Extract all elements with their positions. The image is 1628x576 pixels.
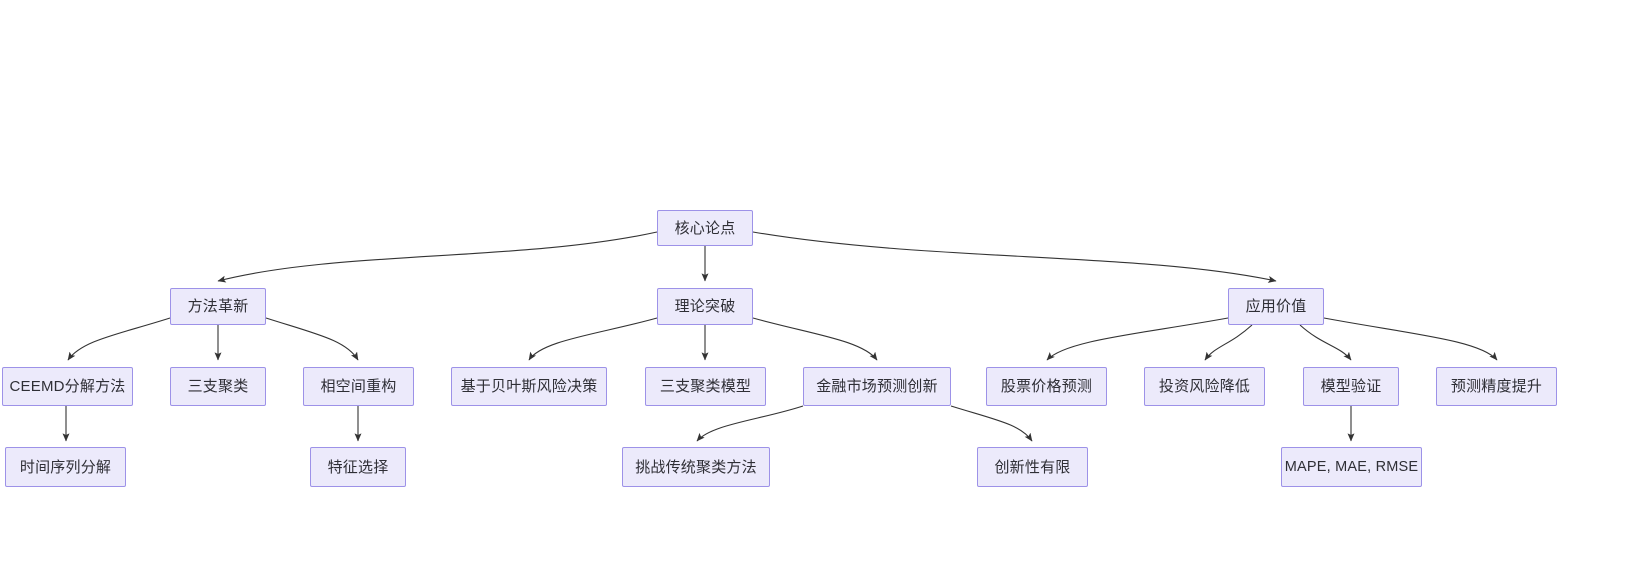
flowchart-node-n3b[interactable]: 投资风险降低 <box>1144 367 1265 406</box>
flowchart-edge <box>217 231 658 283</box>
flowchart-node-n3d[interactable]: 预测精度提升 <box>1436 367 1557 406</box>
flowchart-node-label: 方法革新 <box>187 298 249 315</box>
flowchart-node-label: 挑战传统聚类方法 <box>635 458 757 476</box>
flowchart-node-label: 特征选择 <box>327 458 389 476</box>
flowchart-edge <box>1299 324 1352 361</box>
flowchart-edge <box>752 317 878 361</box>
flowchart-node-label: 预测精度提升 <box>1450 378 1543 395</box>
flowchart-node-label: 核心论点 <box>674 219 736 237</box>
flowchart-node-label: 应用价值 <box>1245 298 1307 315</box>
flowchart-node-n3c1[interactable]: MAPE, MAE, RMSE <box>1281 447 1422 487</box>
flowchart-edge <box>1204 324 1253 361</box>
flowchart-node-label: 时间序列分解 <box>19 458 112 476</box>
flowchart-node-n2[interactable]: 理论突破 <box>657 288 753 325</box>
flowchart-node-n3a[interactable]: 股票价格预测 <box>986 367 1107 406</box>
flowchart-node-n3c[interactable]: 模型验证 <box>1303 367 1399 406</box>
flowchart-node-label: 理论突破 <box>674 298 736 315</box>
flowchart-edge <box>752 231 1277 283</box>
flowchart-edge <box>1323 317 1498 361</box>
flowchart-node-n2c[interactable]: 金融市场预测创新 <box>803 367 951 406</box>
flowchart-node-n1[interactable]: 方法革新 <box>170 288 266 325</box>
flowchart-node-label: 创新性有限 <box>994 458 1071 476</box>
flowchart-node-n1a[interactable]: CEEMD分解方法 <box>2 367 133 406</box>
flowchart-node-n2c1[interactable]: 挑战传统聚类方法 <box>622 447 770 487</box>
flowchart-node-root[interactable]: 核心论点 <box>657 210 753 246</box>
flowchart-node-label: 股票价格预测 <box>1000 378 1093 395</box>
flowchart-node-label: 三支聚类 <box>187 378 249 395</box>
flowchart-node-n3[interactable]: 应用价值 <box>1228 288 1324 325</box>
flowchart-node-label: 基于贝叶斯风险决策 <box>460 378 598 395</box>
flowchart-node-n1c1[interactable]: 特征选择 <box>310 447 406 487</box>
flowchart-edge <box>696 405 804 442</box>
flowchart-node-label: 三支聚类模型 <box>659 378 752 395</box>
flowchart-edge <box>265 317 359 361</box>
flowchart-node-label: 金融市场预测创新 <box>816 378 938 395</box>
flowchart-edge <box>67 317 171 361</box>
flowchart-node-label: 模型验证 <box>1320 378 1382 395</box>
flowchart-edge <box>950 405 1033 442</box>
flowchart-node-n2b[interactable]: 三支聚类模型 <box>645 367 766 406</box>
flowchart-edge <box>528 317 658 361</box>
flowchart-edge <box>1046 317 1229 361</box>
flowchart-node-label: MAPE, MAE, RMSE <box>1284 458 1419 475</box>
flowchart-node-label: 相空间重构 <box>320 378 397 395</box>
flowchart-node-n1c[interactable]: 相空间重构 <box>303 367 414 406</box>
flowchart-node-label: CEEMD分解方法 <box>9 378 126 395</box>
flowchart-node-n1a1[interactable]: 时间序列分解 <box>5 447 126 487</box>
flowchart-node-n2a[interactable]: 基于贝叶斯风险决策 <box>451 367 607 406</box>
flowchart-node-n1b[interactable]: 三支聚类 <box>170 367 266 406</box>
flowchart-node-n2c2[interactable]: 创新性有限 <box>977 447 1088 487</box>
flowchart-node-label: 投资风险降低 <box>1158 378 1251 395</box>
